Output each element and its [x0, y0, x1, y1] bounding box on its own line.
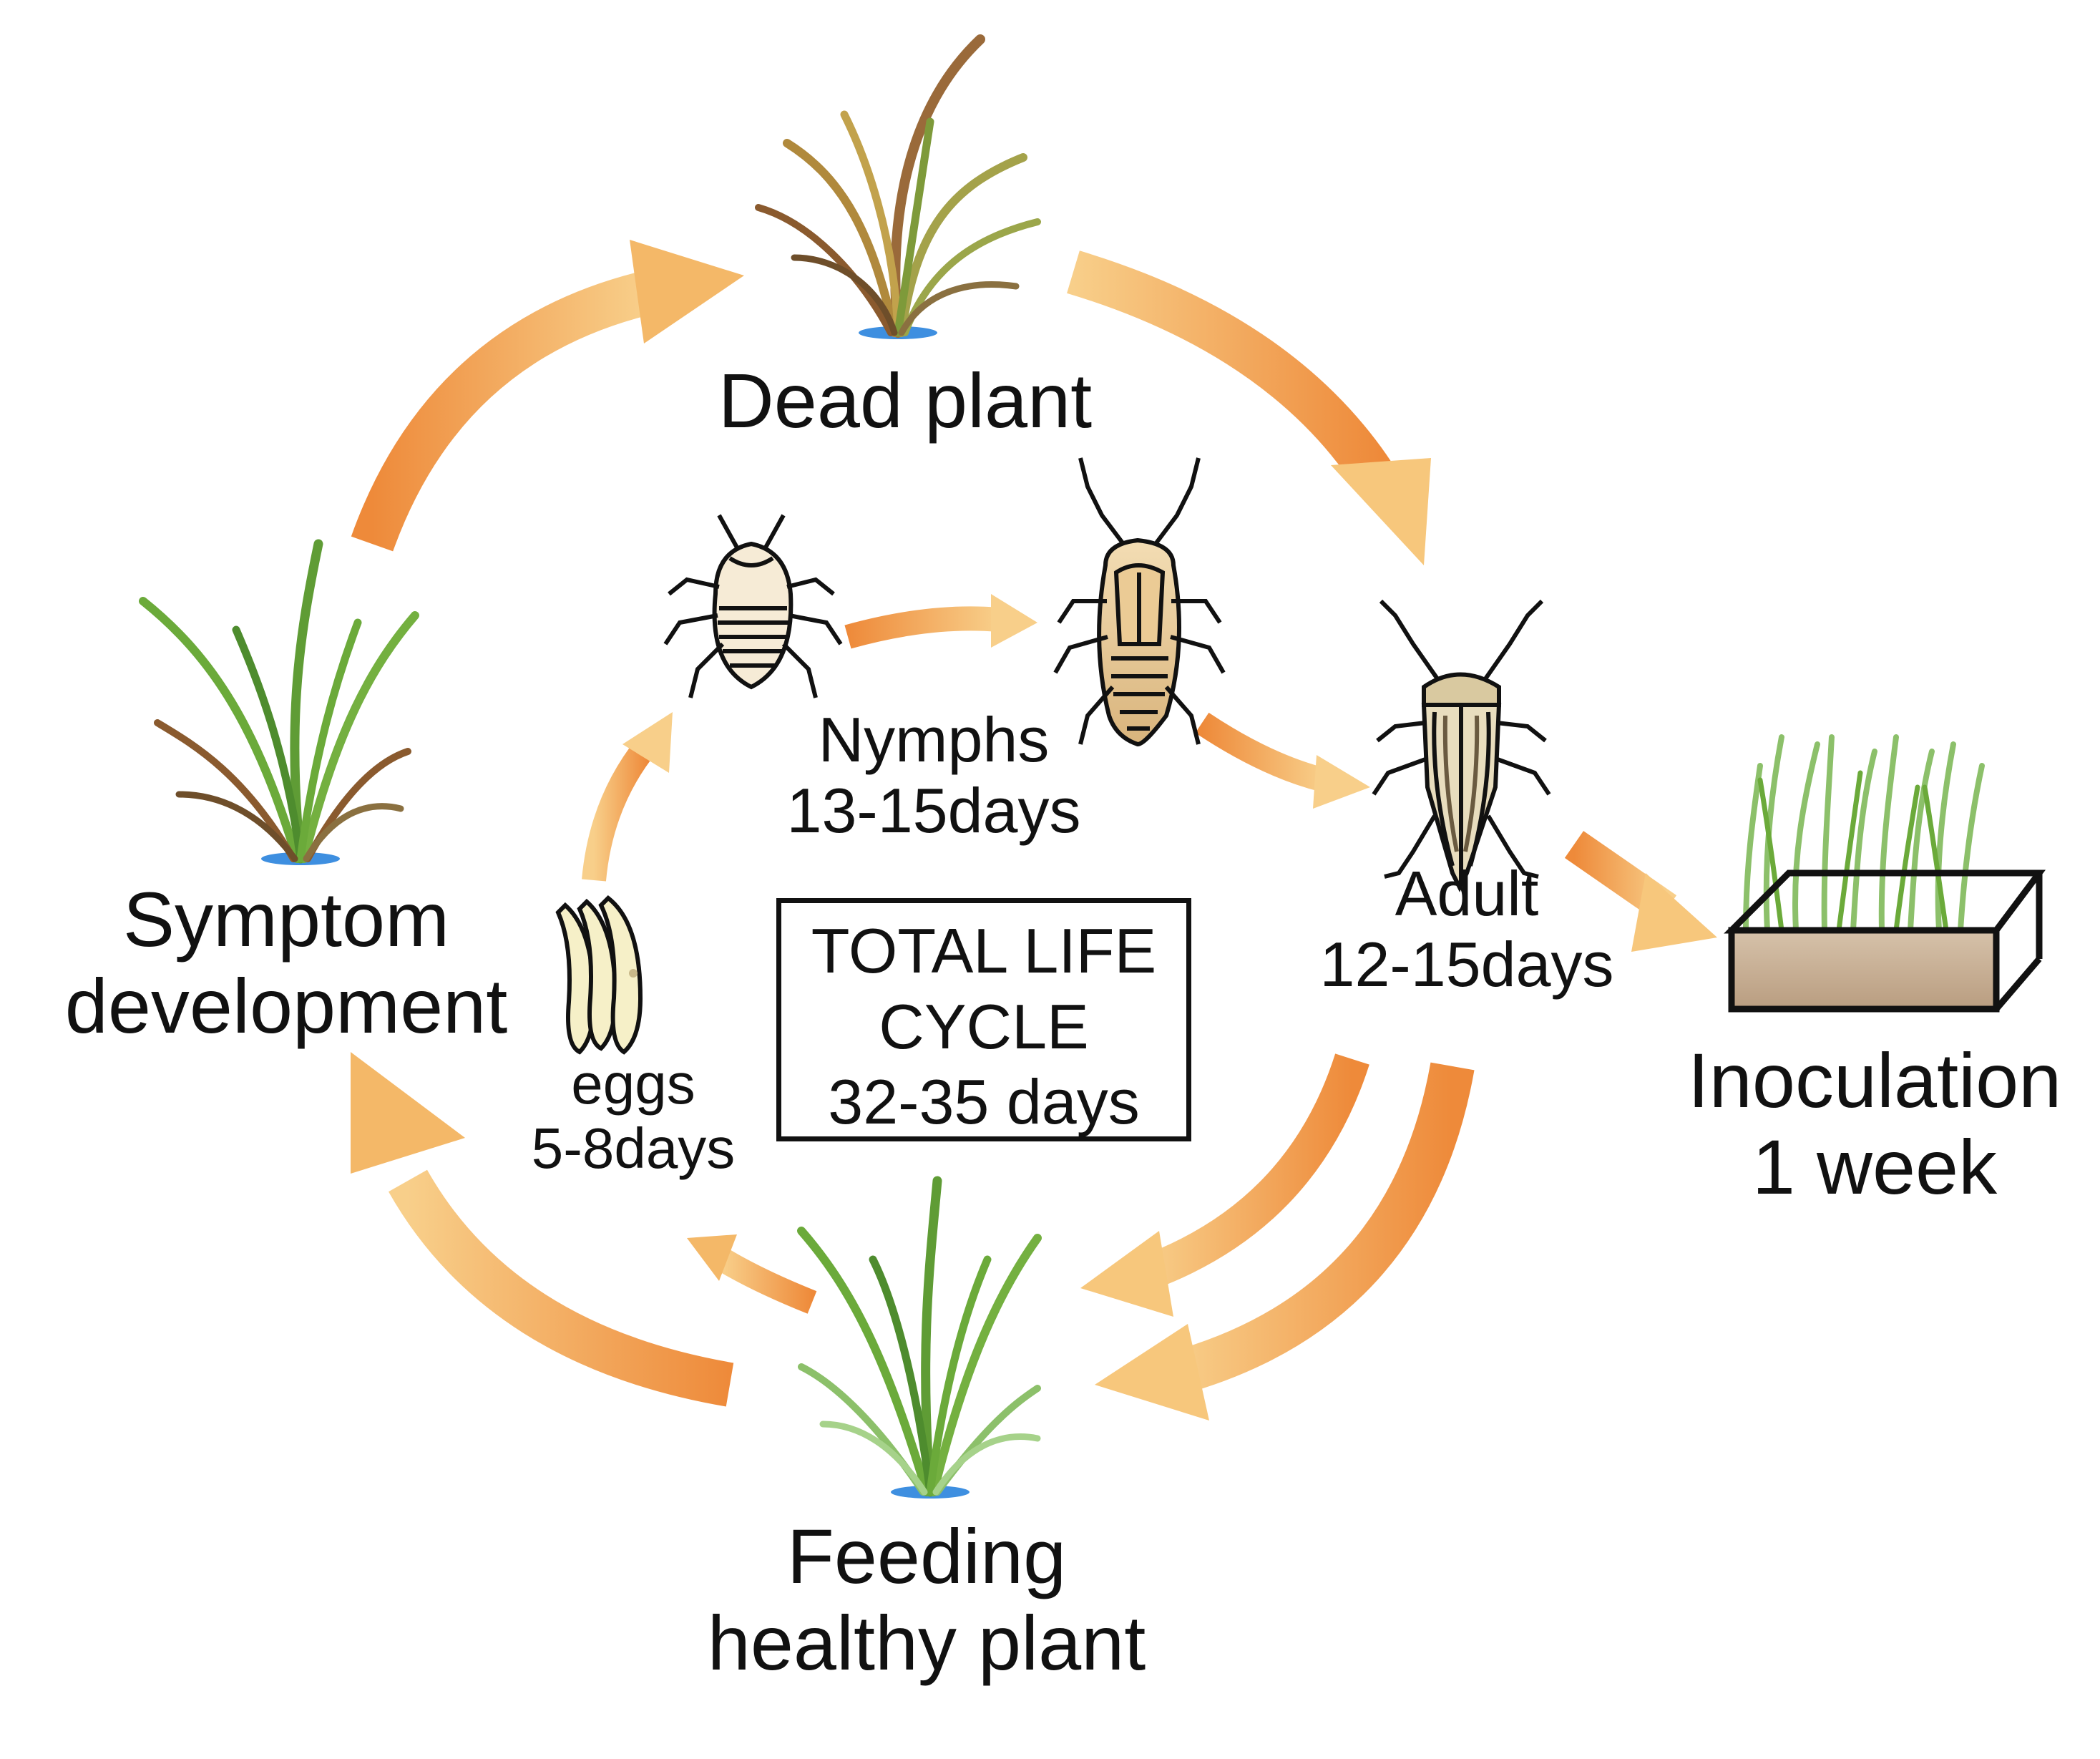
grass-dead-icon [755, 34, 1041, 339]
arrow-eggs-to-nymph [582, 712, 673, 882]
label-nymphs-line2: 13-15days [786, 774, 1081, 846]
arrow-adult-to-inoculation [1564, 831, 1717, 952]
arrow-symptom-to-dead [351, 240, 744, 552]
arrow-nymph-to-adult [1195, 712, 1370, 809]
label-nymphs-line1: Nymphs [818, 704, 1050, 775]
arrow-feeding-to-eggs [687, 1234, 817, 1314]
label-nymphs: Nymphs 13-15days [786, 704, 1081, 846]
nymph-small-icon [663, 514, 843, 698]
arrow-dead-to-adult [1067, 250, 1431, 565]
grass-healthy-icon [797, 1176, 1042, 1499]
total-life-cycle-box: TOTAL LIFE CYCLE 32-35 days [776, 898, 1191, 1141]
label-feeding-healthy-plant: Feeding healthy plant [707, 1513, 1146, 1687]
seedling-tray-icon [1724, 734, 2046, 1013]
label-adult-line1: Adult [1395, 858, 1539, 929]
arrow-nymph-to-nymph [844, 594, 1037, 649]
label-feeding-line1: Feeding [786, 1513, 1067, 1599]
arrow-adult-to-feeding-inner [1080, 1053, 1369, 1317]
nymph-large-icon [1053, 457, 1226, 747]
total-line3: 32-35 days [828, 1066, 1140, 1138]
label-eggs-line1: eggs [571, 1052, 695, 1116]
arrow-adult-to-feeding-outer [1095, 1062, 1475, 1421]
total-line2: CYCLE [879, 990, 1089, 1062]
label-symptom-development: Symptom development [64, 876, 508, 1050]
label-feeding-line2: healthy plant [707, 1599, 1146, 1686]
label-inoculation: Inoculation 1 week [1687, 1037, 2062, 1211]
label-adult: Adult 12-15days [1319, 858, 1614, 1000]
label-eggs: eggs 5-8days [532, 1052, 736, 1180]
label-symptom-line2: development [64, 962, 508, 1049]
adult-leafhopper-icon [1372, 599, 1551, 892]
total-line1: TOTAL LIFE [811, 915, 1157, 986]
label-dead-plant: Dead plant [718, 357, 1093, 444]
label-symptom-line1: Symptom [122, 876, 450, 963]
label-adult-line2: 12-15days [1319, 928, 1614, 1000]
label-inoculation-line2: 1 week [1752, 1123, 1998, 1210]
label-inoculation-line1: Inoculation [1687, 1037, 2062, 1124]
grass-symptom-icon [139, 539, 419, 865]
arrow-feeding-to-symptom [351, 1052, 734, 1407]
label-eggs-line2: 5-8days [531, 1116, 736, 1180]
eggs-icon [555, 895, 643, 1055]
